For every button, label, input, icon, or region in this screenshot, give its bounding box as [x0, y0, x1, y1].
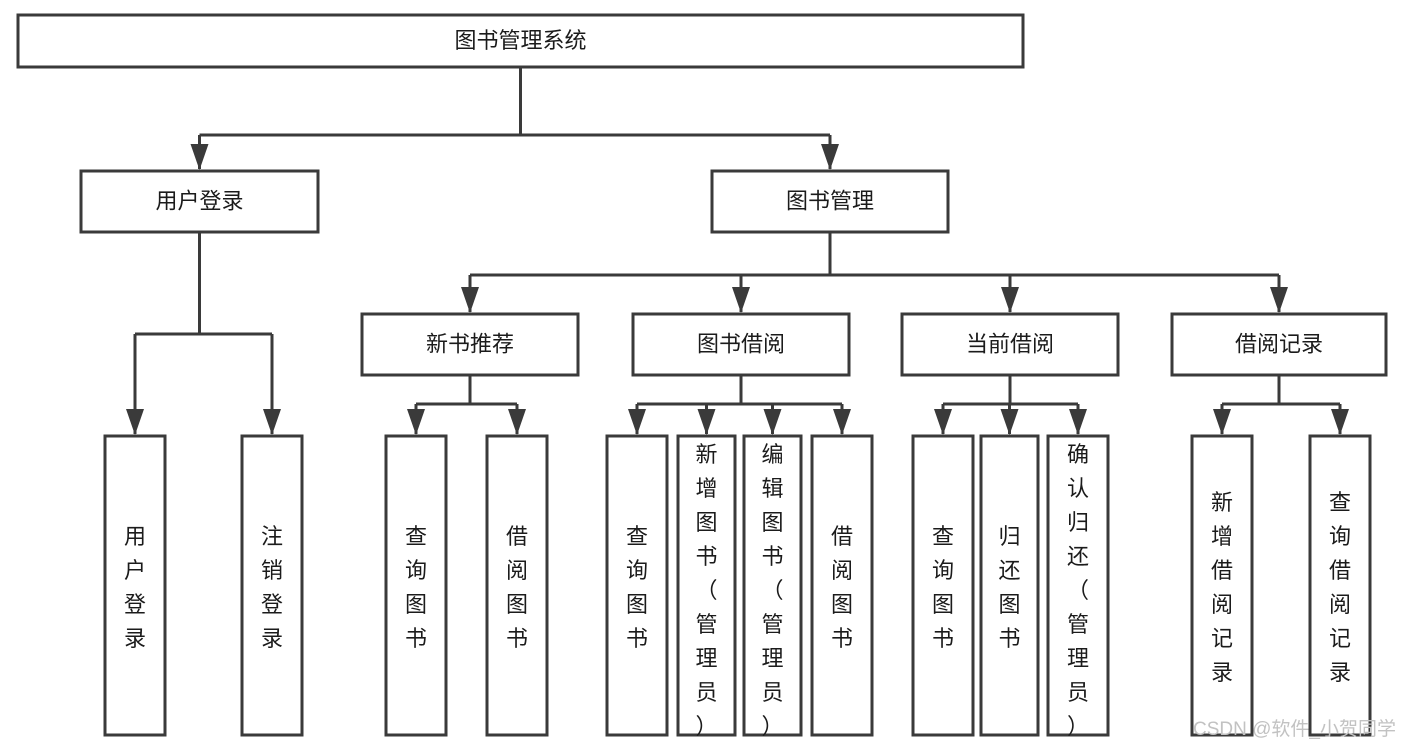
arrow-head-icon-query-book-2 [628, 409, 646, 435]
arrow-head-icon-add-book [697, 409, 716, 435]
node-label-user-logout: 注销登录 [261, 524, 283, 651]
node-box-user-login[interactable] [79, 169, 320, 234]
node-query-borrow-record[interactable]: 查询借阅记录 [1308, 434, 1372, 737]
node-box-current-borrow[interactable] [900, 312, 1120, 377]
node-borrow-book-2[interactable]: 借阅图书 [810, 434, 874, 737]
node-label-borrow-book-2: 借阅图书 [831, 524, 853, 651]
node-label-borrow-records: 借阅记录 [1235, 331, 1323, 356]
node-new-book-recommend[interactable]: 新书推荐 [360, 312, 580, 377]
node-confirm-return[interactable]: 确认归还（管理员） [1046, 434, 1110, 739]
node-label-borrow-book-1: 借阅图书 [506, 524, 528, 651]
node-label-book-borrow: 图书借阅 [697, 331, 785, 356]
arrow-head-icon-add-borrow-record [1213, 409, 1231, 435]
node-edit-book[interactable]: 编辑图书（管理员） [742, 434, 803, 739]
arrow-head-icon-borrow-records [1270, 287, 1288, 313]
arrow-head-icon-return-book [1000, 409, 1019, 435]
node-query-book-1[interactable]: 查询图书 [384, 434, 448, 737]
node-add-borrow-record[interactable]: 新增借阅记录 [1190, 434, 1254, 737]
arrow-head-icon-book-borrow [732, 287, 750, 313]
node-box-add-book[interactable] [676, 434, 737, 737]
node-label-add-book: 新增图书（管理员） [695, 442, 717, 739]
node-label-user-login-do: 用户登录 [124, 524, 146, 651]
node-box-query-book-1[interactable] [384, 434, 448, 737]
node-label-return-book: 归还图书 [998, 524, 1020, 651]
arrow-head-icon-confirm-return [1069, 409, 1087, 435]
arrow-head-icon-query-borrow-record [1331, 409, 1349, 435]
arrow-head-icon-user-logout [263, 409, 281, 435]
node-box-book-borrow[interactable] [631, 312, 851, 377]
node-user-login-do[interactable]: 用户登录 [103, 434, 167, 737]
node-label-book-management: 图书管理 [786, 188, 874, 213]
node-query-book-3[interactable]: 查询图书 [911, 434, 975, 737]
node-box-edit-book[interactable] [742, 434, 803, 737]
node-box-undefined[interactable] [16, 13, 1025, 69]
arrow-head-icon-new-book-recommend [461, 287, 479, 313]
connector-layer [126, 67, 1349, 435]
node-box-new-book-recommend[interactable] [360, 312, 580, 377]
node-box-user-login-do[interactable] [103, 434, 167, 737]
arrow-head-icon-user-login [190, 144, 209, 170]
node-box-query-book-2[interactable] [605, 434, 669, 737]
node-label-query-borrow-record: 查询借阅记录 [1329, 490, 1351, 685]
node-borrow-book-1[interactable]: 借阅图书 [485, 434, 549, 737]
node-label-new-book-recommend: 新书推荐 [426, 331, 514, 356]
node-label-query-book-2: 查询图书 [626, 524, 648, 651]
node-user-login[interactable]: 用户登录 [79, 169, 320, 234]
node-box-borrow-book-1[interactable] [485, 434, 549, 737]
arrow-head-icon-borrow-book-1 [508, 409, 526, 435]
node-undefined[interactable]: 图书管理系统 [16, 13, 1025, 69]
node-user-logout[interactable]: 注销登录 [240, 434, 304, 737]
arrow-head-icon-book-management [821, 144, 839, 170]
node-box-add-borrow-record[interactable] [1190, 434, 1254, 737]
node-box-user-logout[interactable] [240, 434, 304, 737]
node-box-book-management[interactable] [710, 169, 950, 234]
node-label-user-login: 用户登录 [155, 188, 243, 213]
node-label-edit-book: 编辑图书（管理员） [761, 442, 783, 739]
node-label-confirm-return: 确认归还（管理员） [1067, 442, 1089, 739]
node-box-borrow-records[interactable] [1170, 312, 1388, 377]
node-label-undefined: 图书管理系统 [454, 28, 586, 53]
node-label-add-borrow-record: 新增借阅记录 [1211, 490, 1233, 685]
node-box-query-book-3[interactable] [911, 434, 975, 737]
arrow-head-icon-query-book-3 [934, 409, 952, 435]
arrow-head-icon-user-login-do [126, 409, 144, 435]
node-box-query-borrow-record[interactable] [1308, 434, 1372, 737]
arrow-head-icon-edit-book [763, 409, 782, 435]
node-current-borrow[interactable]: 当前借阅 [900, 312, 1120, 377]
node-label-current-borrow: 当前借阅 [966, 331, 1054, 356]
node-return-book[interactable]: 归还图书 [979, 434, 1040, 737]
arrow-head-icon-borrow-book-2 [833, 409, 851, 435]
node-layer: 图书管理系统用户登录图书管理用户登录注销登录新书推荐查询图书借阅图书图书借阅查询… [16, 13, 1388, 739]
node-add-book[interactable]: 新增图书（管理员） [676, 434, 737, 739]
csdn-watermark: CSDN @软件_小贺同学 [1193, 718, 1396, 740]
node-box-confirm-return[interactable] [1046, 434, 1110, 737]
node-book-borrow[interactable]: 图书借阅 [631, 312, 851, 377]
node-borrow-records[interactable]: 借阅记录 [1170, 312, 1388, 377]
node-query-book-2[interactable]: 查询图书 [605, 434, 669, 737]
node-book-management[interactable]: 图书管理 [710, 169, 950, 234]
arrow-head-icon-query-book-1 [407, 409, 425, 435]
node-box-return-book[interactable] [979, 434, 1040, 737]
node-label-query-book-3: 查询图书 [932, 524, 954, 651]
node-label-query-book-1: 查询图书 [405, 524, 427, 651]
node-box-borrow-book-2[interactable] [810, 434, 874, 737]
arrow-head-icon-current-borrow [1001, 287, 1019, 313]
